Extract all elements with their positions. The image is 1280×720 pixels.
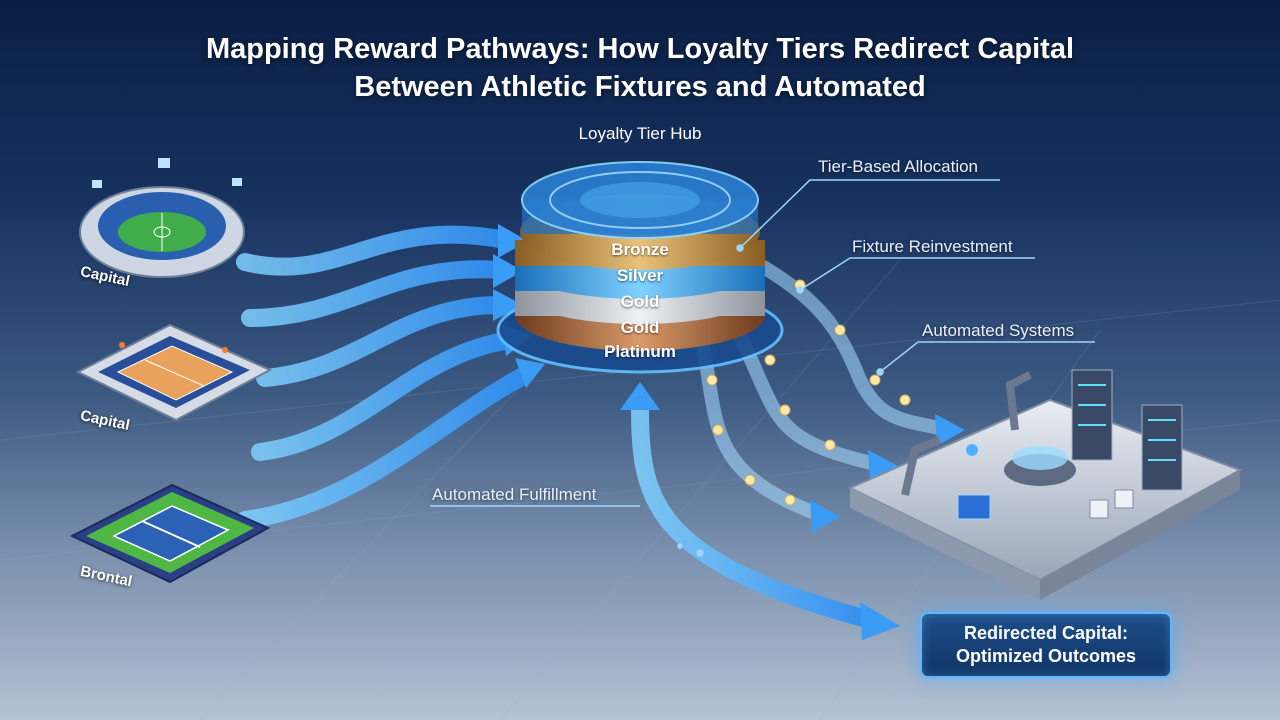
basketball-arena-icon [75,323,273,422]
tier-label-platinum: Platinum [604,342,676,361]
inflow-arrows [236,225,534,529]
callout-automated-fulfillment: Automated Fulfillment [432,485,597,504]
fulfillment-arrow [631,396,879,629]
callout-automated-systems: Automated Systems [922,321,1075,340]
outcome-box: Redirected Capital: Optimized Outcomes [920,612,1172,678]
callout-tier-allocation: Tier-Based Allocation [818,157,979,176]
tier-label-gold-2: Gold [620,318,660,337]
tier-label-bronze: Bronze [611,240,669,259]
tier-label-gold-1: Gold [620,292,660,311]
title-line-2: Between Athletic Fixtures and Automated [354,71,926,103]
outcome-line-2: Optimized Outcomes [955,646,1137,666]
page-title: Mapping Reward Pathways: How Loyalty Tie… [0,30,1280,106]
inflow-arrow-1 [236,225,514,276]
title-line-1: Mapping Reward Pathways: How Loyalty Tie… [205,33,1075,65]
tier-label-silver: Silver [616,266,664,285]
inflow-arrow-3 [256,296,509,387]
outcome-line-1: Redirected Capital: [963,623,1129,643]
callout-fixture-reinvestment: Fixture Reinvestment [852,237,1013,256]
callout-leaders [430,179,1095,557]
hub-title: Loyalty Tier Hub [578,124,702,143]
outflow-arrowheads [810,414,965,532]
fulfillment-arrowhead-out [860,602,900,640]
stadium-icon [79,158,245,278]
inflow-arrow-5 [236,366,534,529]
fulfillment-arrowhead-up [620,382,660,410]
automation-platform-icon [847,369,1243,600]
inflow-arrow-2 [241,260,509,327]
loyalty-tier-hub [496,161,784,374]
outflow-tokens [706,279,911,506]
tennis-court-icon [69,483,271,584]
inflow-arrow-4 [251,331,519,461]
